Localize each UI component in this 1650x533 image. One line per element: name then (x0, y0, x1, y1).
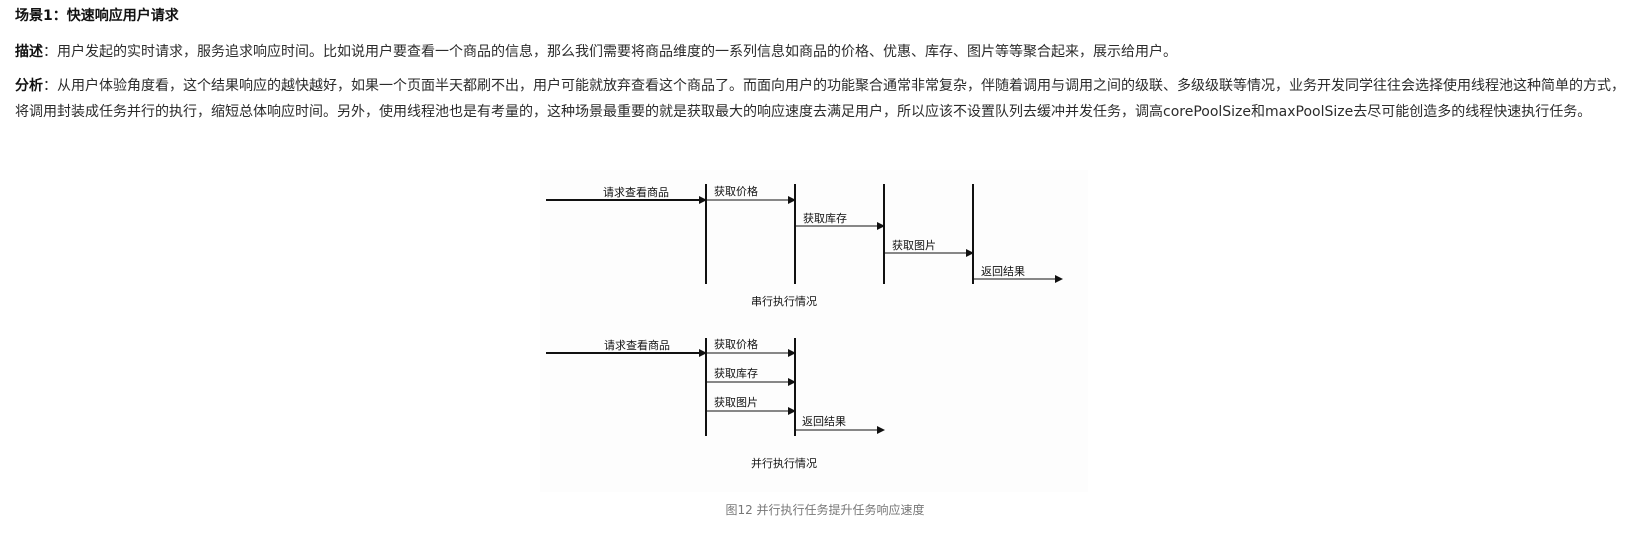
description-text: 用户发起的实时请求，服务追求响应时间。比如说用户要查看一个商品的信息，那么我们需… (57, 44, 1177, 60)
analysis-colon: ： (43, 78, 57, 94)
description-colon: ： (43, 44, 57, 60)
diagram-figure: 请求查看商品 获取价格 获取库存 获取图片 返回结果 串行执行情况 请求查看商品… (540, 170, 1088, 492)
parallel-label-return: 返回结果 (802, 415, 846, 428)
parallel-diagram-title: 并行执行情况 (751, 456, 817, 470)
serial-diagram-title: 串行执行情况 (751, 294, 817, 308)
description-paragraph: 描述：用户发起的实时请求，服务追求响应时间。比如说用户要查看一个商品的信息，那么… (15, 39, 1638, 65)
parallel-label-stock: 获取库存 (714, 366, 758, 380)
serial-label-price: 获取价格 (714, 184, 758, 198)
figure-caption: 图12 并行执行任务提升任务响应速度 (725, 503, 925, 517)
section-heading: 场景1：快速响应用户请求 (15, 8, 179, 24)
analysis-text: 从用户体验角度看，这个结果响应的越快越好，如果一个页面半天都刷不出，用户可能就放… (15, 78, 1625, 120)
serial-label-request: 请求查看商品 (603, 185, 669, 199)
serial-label-return: 返回结果 (981, 265, 1025, 278)
parallel-label-price: 获取价格 (714, 337, 758, 351)
parallel-diagram: 请求查看商品 获取价格 获取库存 获取图片 返回结果 并行执行情况 (546, 337, 885, 470)
analysis-label: 分析 (15, 78, 43, 94)
parallel-label-request: 请求查看商品 (604, 338, 670, 352)
serial-label-stock: 获取库存 (803, 211, 847, 225)
description-label: 描述 (15, 44, 43, 60)
serial-diagram: 请求查看商品 获取价格 获取库存 获取图片 返回结果 串行执行情况 (546, 184, 1063, 308)
analysis-paragraph: 分析：从用户体验角度看，这个结果响应的越快越好，如果一个页面半天都刷不出，用户可… (15, 73, 1638, 125)
serial-label-image: 获取图片 (892, 239, 936, 252)
parallel-label-image: 获取图片 (714, 396, 758, 409)
